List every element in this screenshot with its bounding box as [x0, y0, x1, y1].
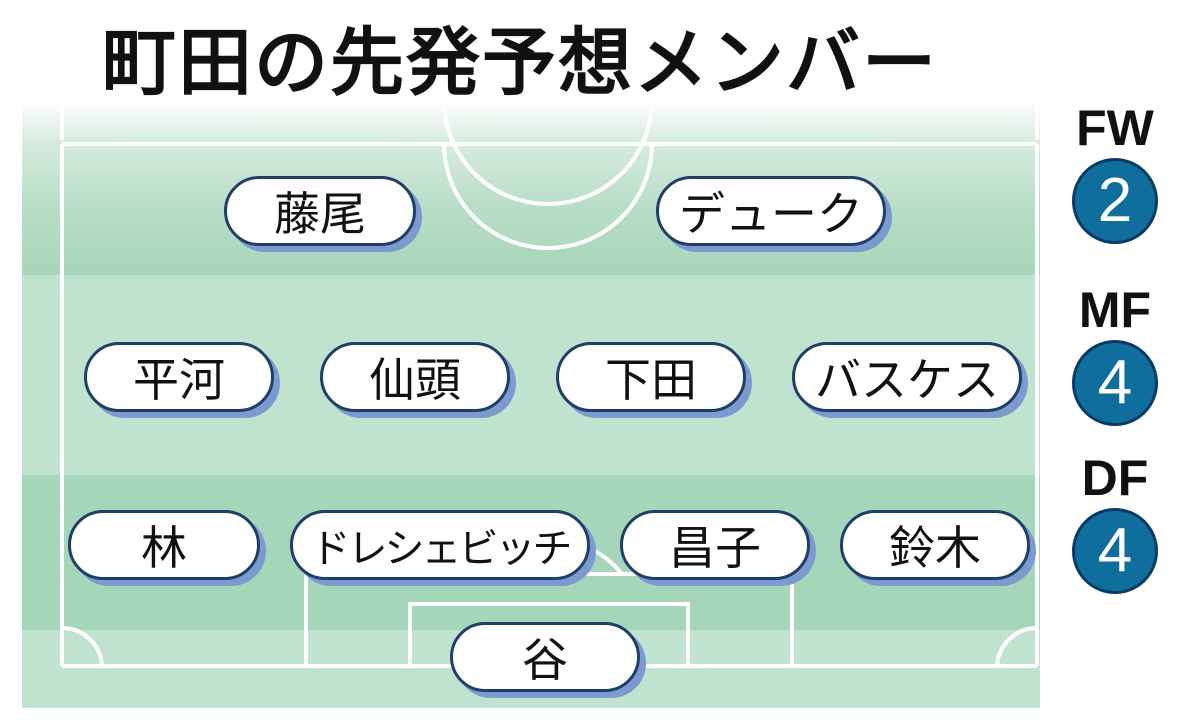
count-badge-fw: 2: [1072, 158, 1158, 244]
player-fw-1: 藤尾: [224, 176, 416, 246]
player-df-4: 鈴木: [840, 510, 1030, 580]
page-title: 町田の先発予想メンバー: [102, 20, 938, 106]
player-df-2: ドレシェビッチ: [290, 510, 590, 580]
position-label-fw: FW: [1076, 100, 1154, 156]
left-corner-arc: [61, 625, 104, 667]
player-mf-4: バスケス: [792, 342, 1022, 412]
center-circle-top: [442, 100, 654, 206]
player-gk: 谷: [450, 622, 640, 692]
player-df-1: 林: [68, 510, 260, 580]
position-mf: MF 4: [1050, 282, 1180, 426]
position-label-mf: MF: [1078, 282, 1152, 338]
player-mf-2: 仙頭: [320, 342, 510, 412]
center-circle: [442, 143, 654, 250]
player-mf-3: 下田: [556, 342, 746, 412]
position-df: DF 4: [1050, 450, 1180, 594]
count-badge-df: 4: [1072, 508, 1158, 594]
position-label-df: DF: [1081, 450, 1149, 506]
player-mf-1: 平河: [84, 342, 274, 412]
right-corner-arc: [995, 625, 1038, 667]
player-df-3: 昌子: [620, 510, 810, 580]
position-fw: FW 2: [1050, 100, 1180, 244]
player-fw-2: デューク: [656, 176, 886, 246]
count-badge-mf: 4: [1072, 340, 1158, 426]
